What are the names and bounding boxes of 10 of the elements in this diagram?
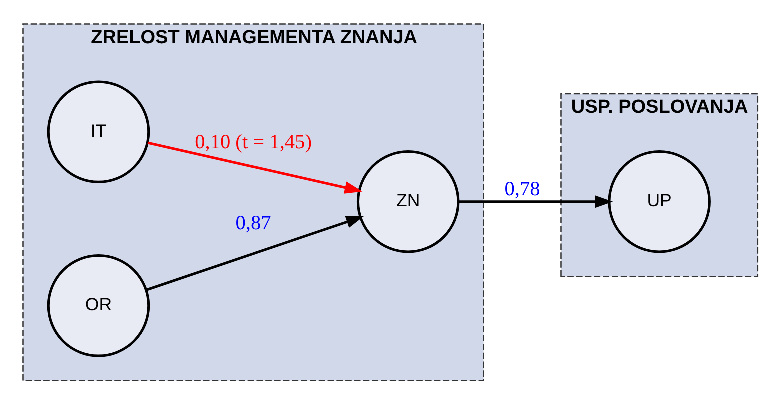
arrow (458, 196, 614, 208)
node-circle: ZN (356, 150, 460, 254)
edge-label: 0,78 (504, 178, 540, 200)
edge-label: 0,87 (236, 212, 272, 235)
node-circle: UP (608, 150, 711, 254)
node-circle: IT (47, 80, 150, 184)
arrow (148, 142, 363, 194)
arrow (146, 216, 364, 292)
edge-label: 0,10 (t = 1,45) (195, 131, 312, 154)
node-circle: OR (47, 254, 150, 358)
